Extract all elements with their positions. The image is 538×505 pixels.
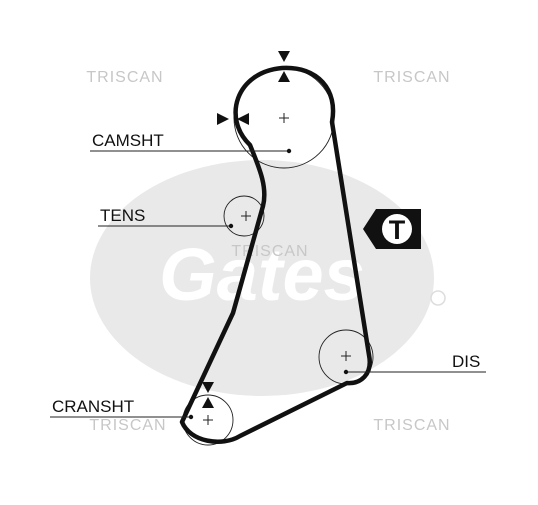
triscan-watermark-top-right: TRISCAN xyxy=(373,69,450,86)
camshaft-label: CAMSHT xyxy=(92,131,164,150)
tension-badge-circle xyxy=(382,214,412,244)
registered-mark-icon xyxy=(430,290,446,306)
distributor-leader-dot xyxy=(343,369,349,375)
gates-logo-text: Gates xyxy=(159,233,365,316)
distributor-label: DIS xyxy=(452,352,480,371)
tensioner-label: TENS xyxy=(100,206,145,225)
triscan-watermark-center: TRISCAN xyxy=(231,243,308,260)
triscan-watermark-bottom-right: TRISCAN xyxy=(373,417,450,434)
distributor-centre-icon xyxy=(341,351,351,361)
camshaft-leader-dot xyxy=(286,148,292,154)
camshaft-timing-mark-side-icon xyxy=(217,113,249,125)
crankshaft-label: CRANSHT xyxy=(52,397,134,416)
camshaft-timing-mark-top-icon xyxy=(278,51,290,82)
crankshaft-centre-icon xyxy=(203,415,213,425)
timing-belt xyxy=(179,65,372,444)
triscan-watermark-top-left: TRISCAN xyxy=(86,69,163,86)
tension-badge-letter: T xyxy=(389,215,406,245)
tensioner-pulley xyxy=(223,195,265,237)
crankshaft-leader-dot xyxy=(188,414,194,420)
tensioner-leader-dot xyxy=(228,223,234,229)
gates-logo-watermark: Gates xyxy=(90,160,446,396)
tensioner-centre-icon xyxy=(241,211,251,221)
tension-badge: T xyxy=(363,209,421,249)
camshaft-centre-icon xyxy=(279,113,289,123)
crankshaft-timing-mark-icon xyxy=(202,382,214,408)
triscan-watermark-bottom-left: TRISCAN xyxy=(89,417,166,434)
